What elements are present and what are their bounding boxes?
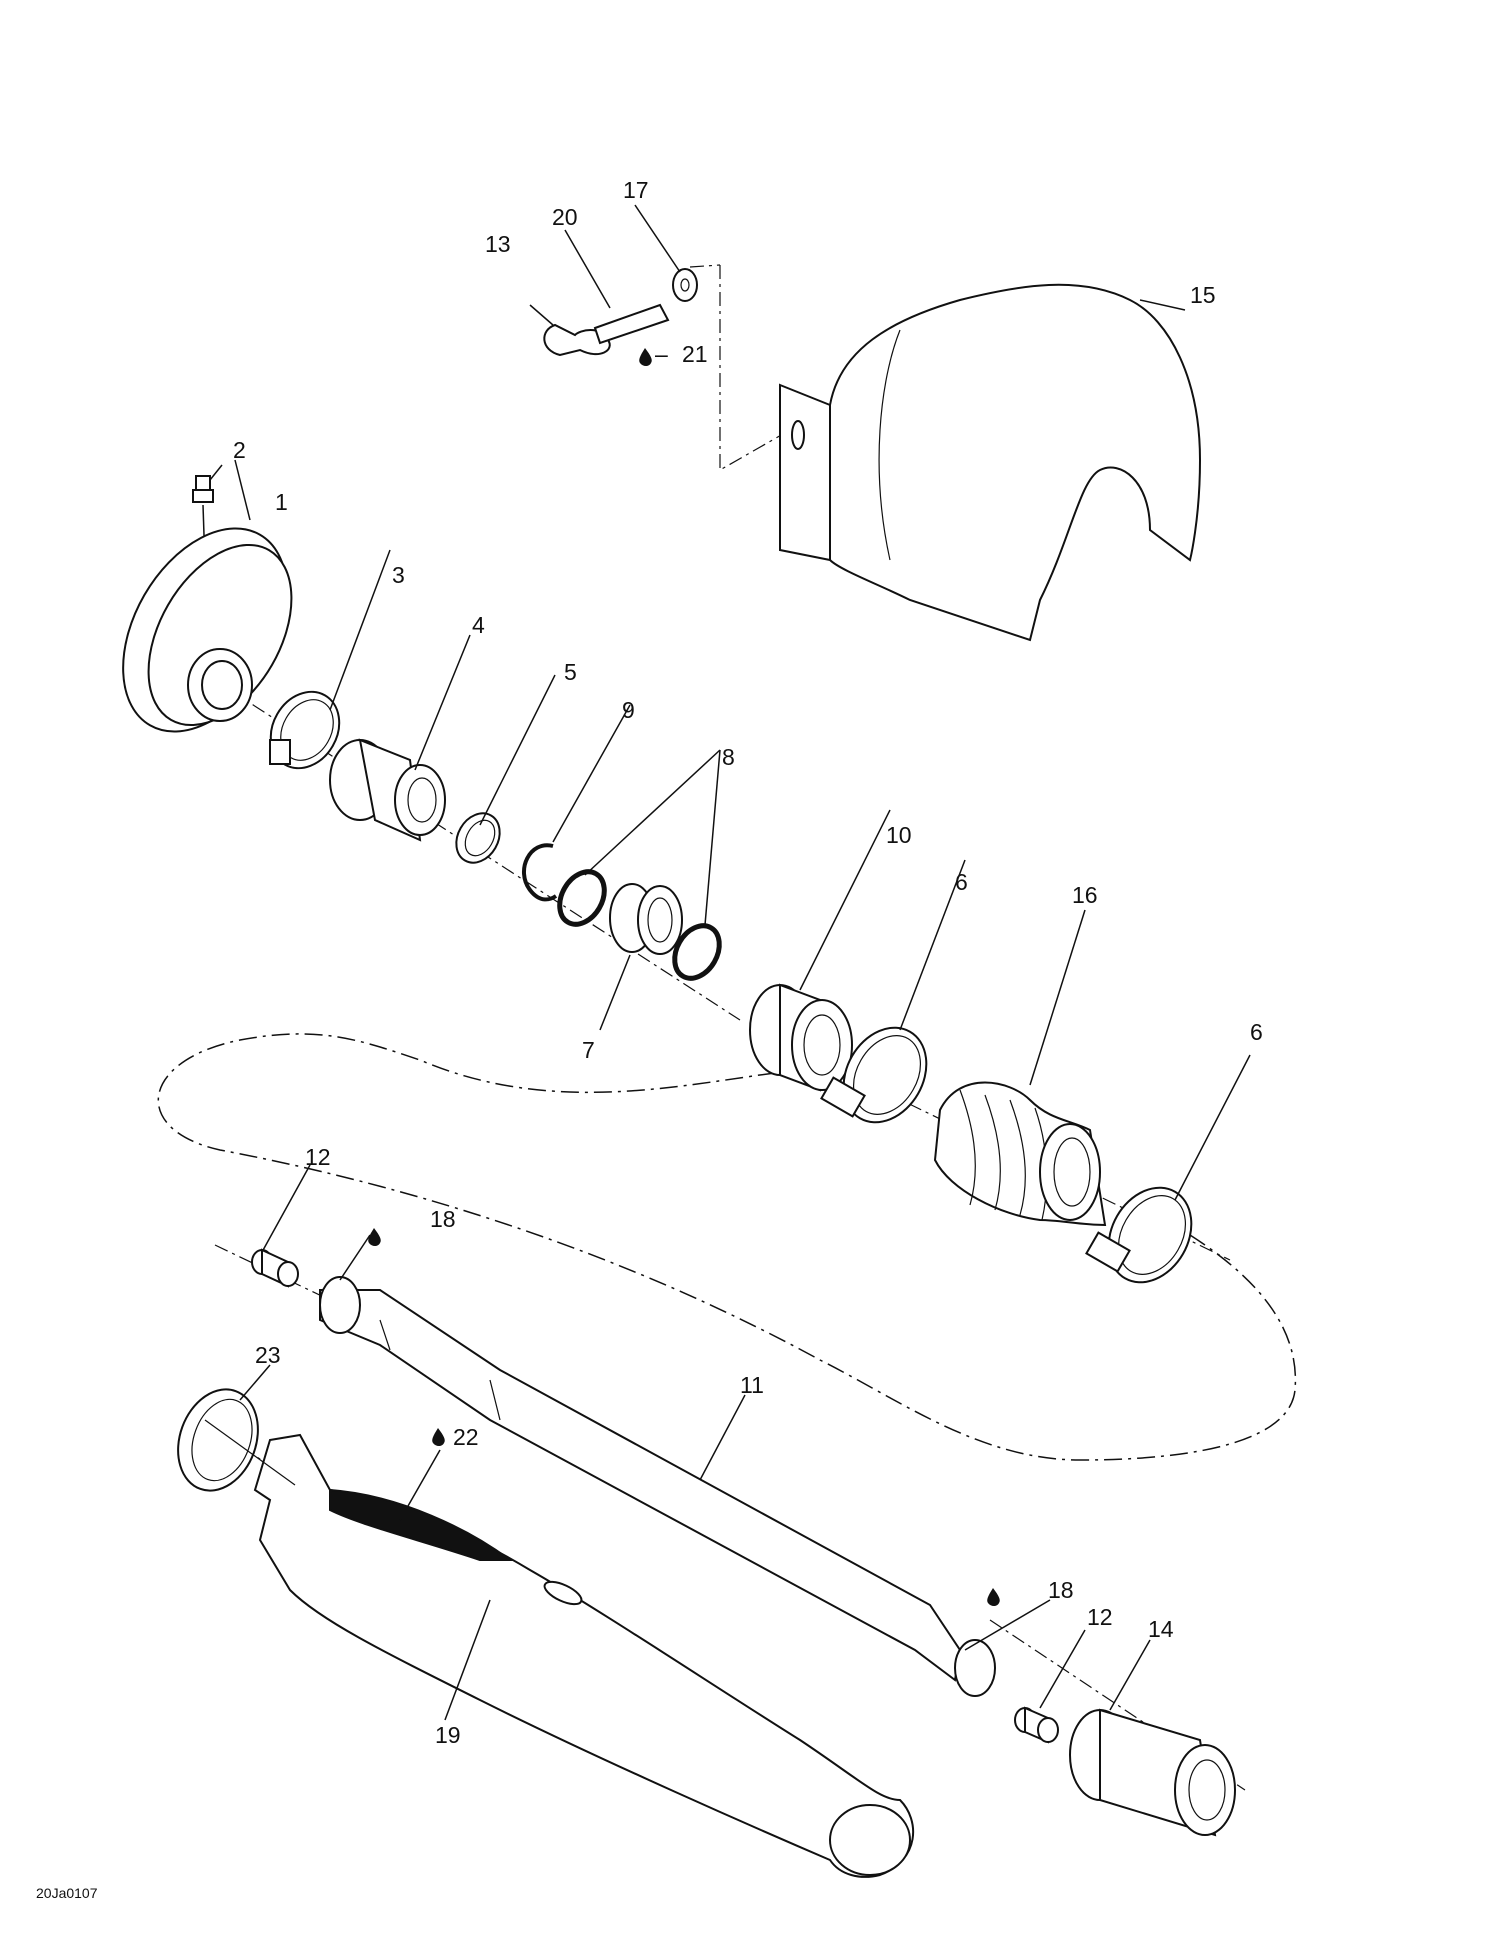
sheave-pulley — [122, 527, 293, 733]
callout-18b: 18 — [1048, 1577, 1074, 1603]
callout-12b: 12 — [1087, 1604, 1113, 1630]
spacer-upper — [251, 1248, 299, 1288]
stud — [593, 303, 670, 345]
svg-text:–: – — [655, 341, 668, 367]
oil-drop-icon — [432, 1428, 445, 1446]
drawing-code: 20Ja0107 — [36, 1885, 98, 1901]
callout-7: 7 — [582, 1037, 595, 1063]
leader-lines — [209, 204, 1251, 1721]
callout-11: 11 — [740, 1372, 764, 1398]
circlip — [522, 843, 558, 902]
callout-13: 13 — [485, 231, 511, 257]
grease-fitting — [192, 475, 214, 566]
callout-3: 3 — [392, 562, 405, 588]
sleeve — [749, 983, 853, 1092]
callout-21: 21 — [682, 341, 708, 367]
drive-shaft-guard — [779, 283, 1202, 642]
callouts: 1 2 3 4 5 6 6 7 8 9 10 11 12 12 13 14 15… — [36, 177, 1263, 1901]
callout-2: 2 — [233, 437, 246, 463]
callout-6a: 6 — [955, 869, 968, 895]
o-ring-2 — [672, 923, 722, 981]
callout-23: 23 — [255, 1342, 281, 1368]
boot — [933, 1081, 1107, 1227]
oil-drop-icon — [368, 1228, 381, 1246]
spacer-lower — [1014, 1706, 1059, 1744]
callout-18a: 18 — [430, 1206, 456, 1232]
callout-16: 16 — [1072, 882, 1098, 908]
oil-drop-icon — [639, 348, 652, 366]
bushing — [609, 883, 683, 955]
callout-4: 4 — [472, 612, 485, 638]
callout-12a: 12 — [305, 1144, 331, 1170]
callout-14: 14 — [1148, 1616, 1174, 1642]
callout-22: 22 — [453, 1424, 479, 1450]
clamp-small — [269, 690, 341, 770]
oil-drop-icon — [987, 1588, 1000, 1606]
callout-10: 10 — [886, 822, 912, 848]
callout-6b: 6 — [1250, 1019, 1263, 1045]
adaptor — [329, 738, 446, 842]
washer — [672, 268, 698, 302]
hose-clamp-upper — [820, 1026, 928, 1124]
callout-9: 9 — [622, 697, 635, 723]
callout-8: 8 — [722, 744, 735, 770]
hose-clamp-lower — [1085, 1186, 1193, 1284]
coupler — [1069, 1708, 1236, 1837]
o-ring-1 — [557, 869, 607, 927]
callout-19: 19 — [435, 1722, 461, 1748]
clamp-ring — [455, 812, 501, 864]
drive-shaft — [319, 1276, 996, 1697]
seal-ring — [177, 1388, 259, 1492]
wing-nut — [543, 323, 611, 357]
callout-17: 17 — [623, 177, 649, 203]
callout-15: 15 — [1190, 282, 1216, 308]
callout-1: 1 — [275, 489, 288, 515]
callout-20: 20 — [552, 204, 578, 230]
callout-5: 5 — [564, 659, 577, 685]
holder-tool — [204, 1419, 914, 1878]
